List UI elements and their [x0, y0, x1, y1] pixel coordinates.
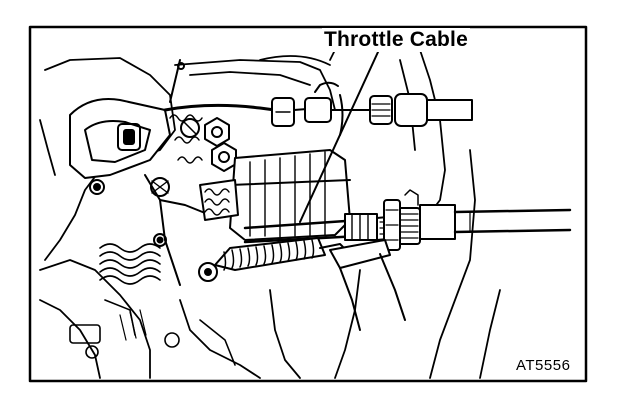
throttle-body	[199, 149, 351, 241]
figure-frame	[28, 25, 588, 383]
cable-housing	[243, 204, 572, 245]
pivot-nuts	[180, 117, 237, 172]
cable-adjusting-nut	[383, 189, 419, 251]
cable-bracket	[329, 239, 406, 331]
figure-code: AT5556	[516, 357, 571, 374]
lever-spring	[169, 114, 203, 164]
idle-spring	[99, 243, 161, 285]
return-spring	[198, 237, 349, 282]
throttle-cable-label: Throttle Cable	[322, 28, 470, 52]
callout-leader-line	[299, 51, 379, 223]
lower-engine-detail	[69, 299, 236, 366]
accelerator-link-cable	[163, 59, 473, 136]
throttle-lever	[69, 98, 211, 286]
engine-block-outline	[39, 39, 501, 379]
